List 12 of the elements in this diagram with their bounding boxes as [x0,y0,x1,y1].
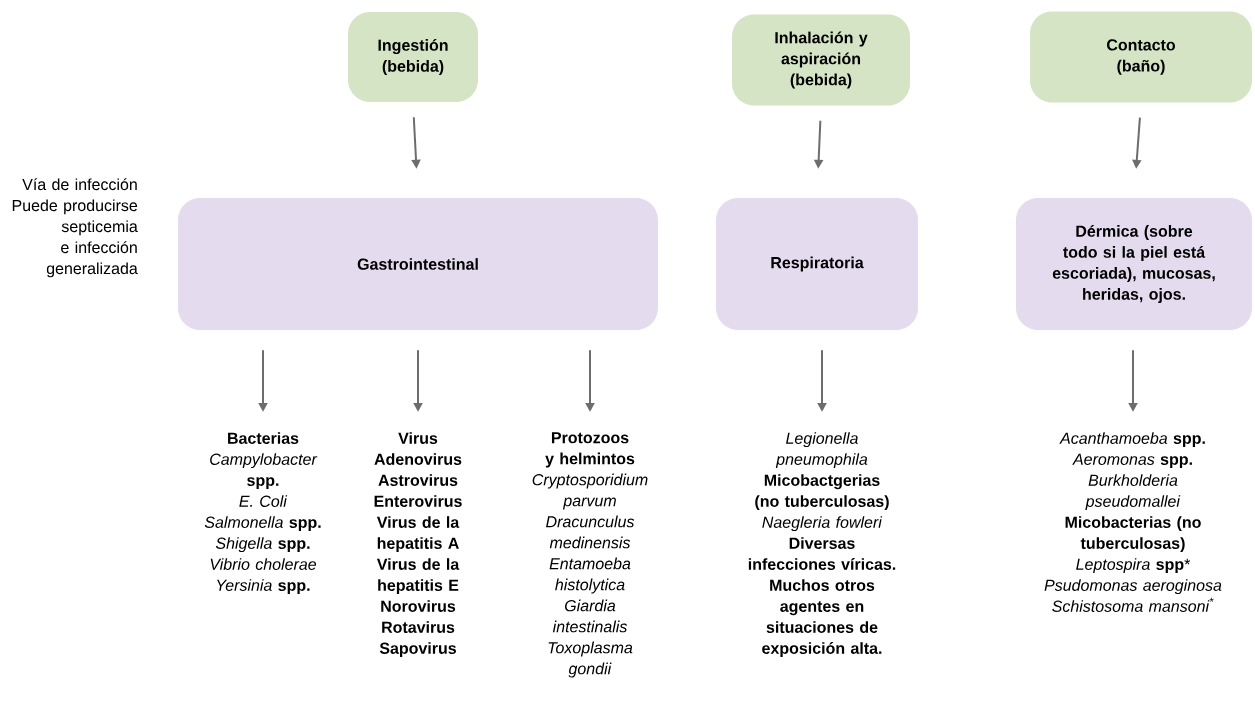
route-box: Ingestión (bebida) [348,12,478,102]
infection-route-box: Gastrointestinal [178,198,658,330]
route-box: Contacto (baño) [1030,11,1252,103]
pathogen-list: Acanthamoeba spp. Aeromonas spp. Burkholderia pseudomallei Micobacterias (no tuberculosas) Leptospira spp* Psudomonas aeroginosa Schistosoma mansoni$^{*}$ [1044,432,1222,612]
infection-route-box: Respiratoria [716,198,918,330]
route-box: Inhalación y aspiración (bebida) [732,14,910,106]
infection-route-box: Dérmica (sobre todo si la piel está escoriada), mucosas, heridas, ojos. [1016,198,1252,330]
pathogen-list: Protozoos y helmintos Cryptosporidium parvum Dracunculus medinensis Entamoeba histolytica Giardia intestinalis Toxoplasma gondii [532,432,648,678]
side-note: Vía de infección Puede producirse septicemia e infección generalizada [12,178,138,278]
pathogen-list: Bacterias Campylobacter spp. E. Coli Salmonella spp. Shigella spp. Vibrio cholerae Yersinia spp. [204,432,321,595]
pathogen-list: Virus Adenovirus Astrovirus Enterovirus Virus de la hepatitis A Virus de la hepatitis E Norovirus Rotavirus Sapovirus [374,432,462,658]
pathogen-list: Legionella pneumophila Micobactgerias (no tuberculosas) Naegleria fowleri Diversas infecciones víricas. Muchos otros agentes en situaciones de exposición alta. [748,432,896,658]
